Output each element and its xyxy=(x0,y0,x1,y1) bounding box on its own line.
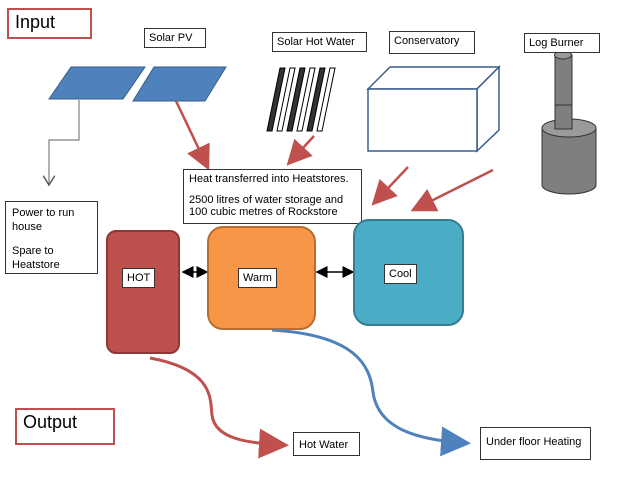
power-note-line2: Spare to Heatstore xyxy=(12,245,60,271)
hot-water-output: Hot Water xyxy=(293,432,360,456)
power-note: Power to run house Spare to Heatstore xyxy=(5,201,98,274)
output-header: Output xyxy=(15,408,115,445)
solar-hot-water-label: Solar Hot Water xyxy=(272,32,367,52)
underfloor-heating-output: Under floor Heating xyxy=(480,427,591,460)
arrow-shw-to-heat xyxy=(286,135,315,166)
conservatory-icon xyxy=(366,65,501,153)
arrow-pv-to-heat xyxy=(174,100,210,171)
heat-note-line1: Heat transferred into Heatstores. xyxy=(189,173,349,185)
log-burner-icon xyxy=(541,50,597,195)
heat-note-line2: 2500 litres of water storage and 100 cub… xyxy=(189,194,344,218)
arrow-burner-to-cool xyxy=(410,168,494,212)
input-header: Input xyxy=(7,8,92,39)
warm-store-label: Warm xyxy=(238,268,277,288)
hot-store-label: HOT xyxy=(122,268,156,288)
heat-note: Heat transferred into Heatstores. 2500 l… xyxy=(183,169,362,224)
arrow-conservatory-to-cool xyxy=(371,166,409,206)
curve-warm-to-underfloor xyxy=(271,328,471,457)
conservatory-label: Conservatory xyxy=(389,31,475,54)
hot-store xyxy=(106,230,180,354)
solar-hot-water-icon xyxy=(266,67,336,132)
power-note-line1: Power to run house xyxy=(12,207,75,233)
solar-pv-label: Solar PV xyxy=(144,28,206,48)
solar-pv-icon xyxy=(48,66,227,102)
log-burner-label: Log Burner xyxy=(524,33,600,53)
pv-wire xyxy=(49,100,80,185)
curve-hot-to-hotwater xyxy=(149,356,289,459)
cool-store-label: Cool xyxy=(384,264,417,284)
